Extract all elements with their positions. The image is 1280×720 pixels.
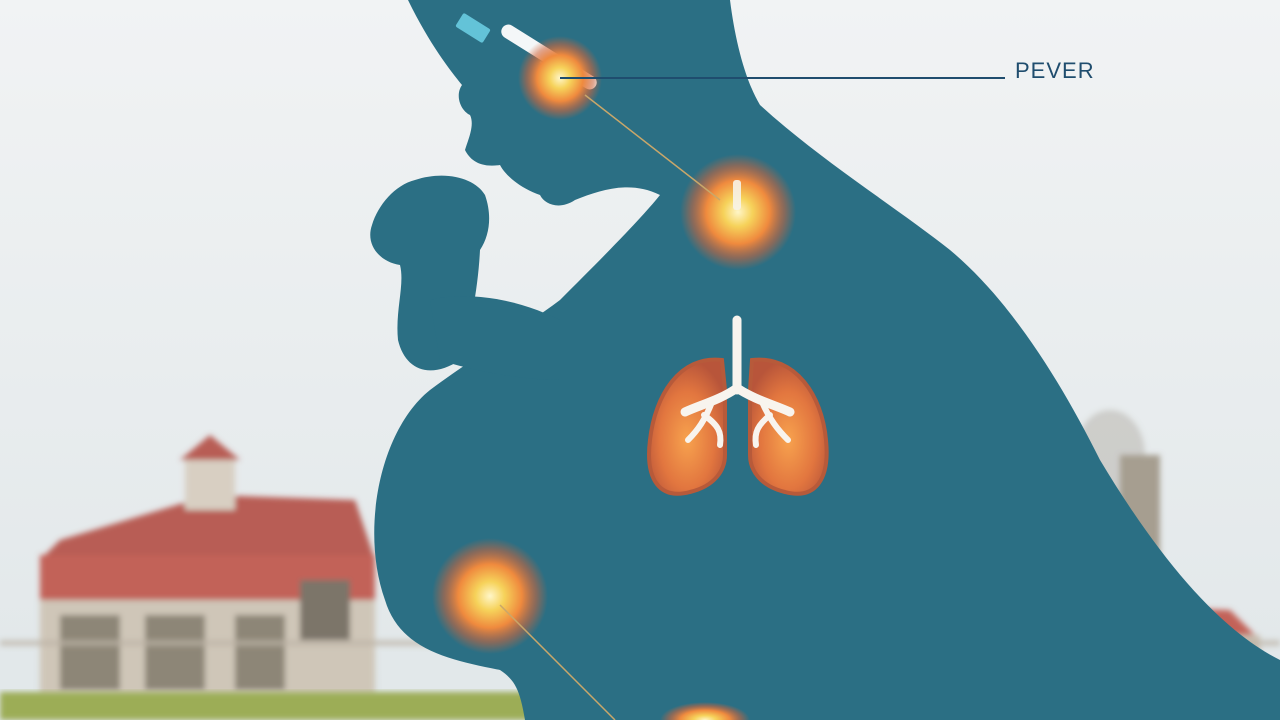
leader-line: [499, 604, 616, 720]
person-silhouette: [370, 0, 1280, 720]
barn-left: [40, 435, 375, 695]
pain-glow-icon: [680, 154, 796, 270]
leader-line: [584, 94, 721, 201]
annotation-label: PEVER: [1015, 58, 1095, 83]
pain-glow-icon: [660, 702, 750, 720]
lungs-icon: [647, 315, 829, 496]
